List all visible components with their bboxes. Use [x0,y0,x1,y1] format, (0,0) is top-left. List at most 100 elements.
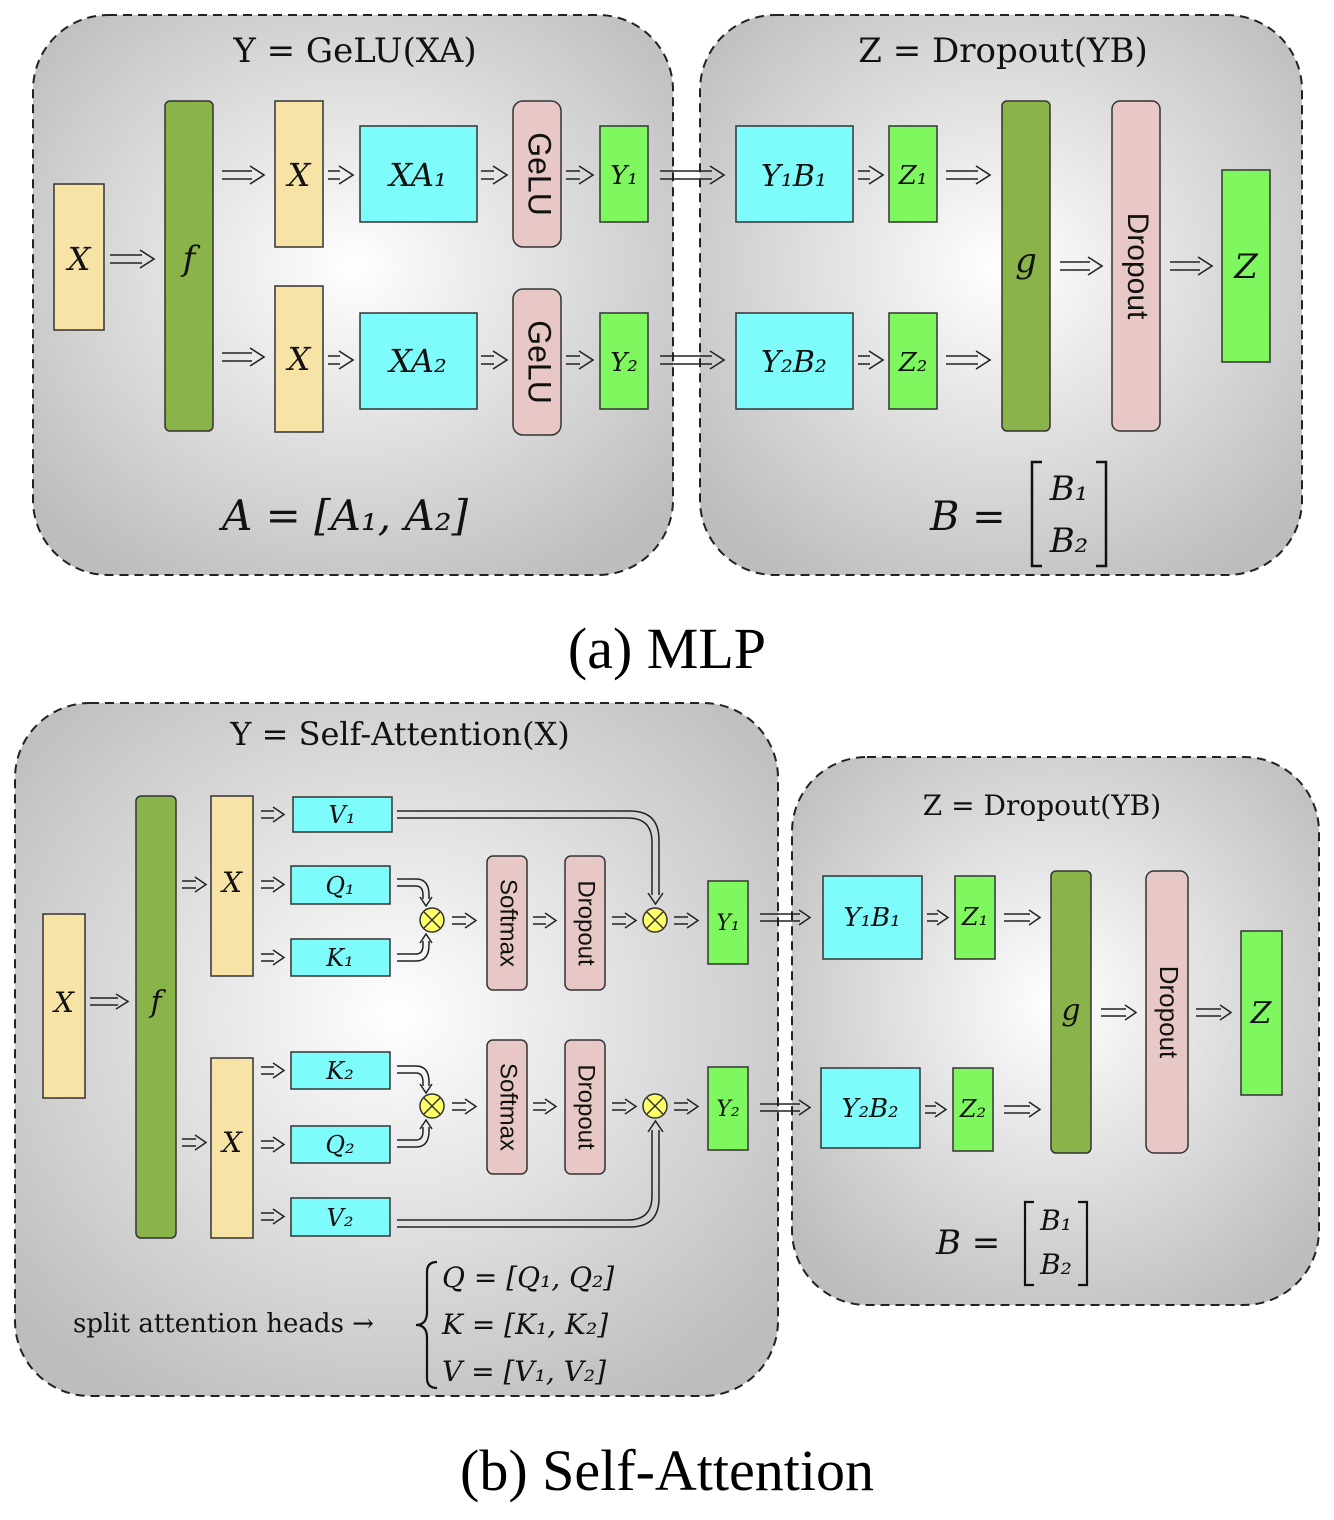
attn-arrow [397,1119,664,1228]
mlp-f-node [164,100,214,432]
attn-arrow [1004,1101,1042,1118]
mlp-y2b2-label: Y₂B₂ [761,345,827,380]
attn-v1-box [292,796,393,833]
attn-z1-label: Z₁ [961,903,988,931]
attn-arrow [397,1118,433,1148]
mlp-b-definition: B = B₁ B₂ [929,460,1108,568]
mlp-b-bracket-left [1030,460,1042,568]
mlp-right-title: Z = Dropout(YB) [858,31,1147,71]
attn-b-bracket-right [1078,1200,1089,1287]
mlp-dropout-label: Dropout [1121,213,1154,320]
mlp-b-lhs: B = [929,494,1006,540]
attn-v-definition: V = [V₁, V₂] [442,1355,606,1388]
attn-copy-top [210,795,254,977]
attn-k1-label: K₁ [325,944,354,972]
mlp-gelu-bottom [512,288,562,436]
mlp-y1-label: Y₁ [610,161,638,191]
mlp-arrow [660,350,726,370]
mlp-arrow [660,165,726,185]
attn-input-label: X [52,986,75,1019]
attn-split-heads: split attention heads → Q = [Q₁, Q₂] K =… [73,1260,614,1390]
mlp-arrow [566,350,595,370]
attn-b-bracket-left [1023,1200,1034,1287]
mlp-arrow [481,350,509,370]
attn-k-definition: K = [K₁, K₂] [441,1308,608,1341]
attn-y1-box [707,880,749,965]
attn-softmax-top-label: Softmax [495,879,522,967]
mlp-y2b2-box [735,312,854,410]
attn-dropout-bottom [564,1039,606,1175]
attn-arrow [261,1208,286,1225]
attn-q1-label: Q₁ [325,872,354,900]
mlp-g-label: g [1015,241,1037,281]
mlp-z2-box [888,312,938,410]
attn-arrow [261,949,286,966]
mlp-xa2-label: XA₂ [386,342,447,380]
attn-f-node [135,795,177,1239]
attn-g-node [1050,870,1092,1154]
mlp-arrow [1170,256,1214,276]
mlp-arrow [222,165,266,185]
attn-input-box [42,913,86,1099]
mlp-arrow [222,347,266,367]
attn-arrow [1101,1004,1138,1021]
mlp-gelu-bottom-label: GeLU [522,320,558,404]
mlp-arrow [858,165,885,185]
attn-arrow [1196,1004,1233,1021]
attn-arrow [612,1098,638,1115]
attn-arrow [397,932,433,962]
attn-dropout-top-label: Dropout [573,880,600,966]
mlp-z2-label: Z₂ [898,348,928,378]
attn-dropout-box [1145,870,1189,1154]
mlp-left-title: Y = GeLU(XA) [232,31,476,71]
mlp-y1b1-label: Y₁B₁ [761,159,827,194]
mlp-output-box [1221,169,1271,363]
attn-copy-bottom [210,1057,254,1239]
attn-v2-label: V₂ [327,1204,354,1232]
attn-k1-box [290,938,391,977]
attn-z2-box [952,1067,994,1152]
attn-b-bottom: B₂ [1039,1248,1072,1281]
attn-arrow [261,806,286,823]
mlp-dropout-box [1111,100,1161,432]
mlp-b-bottom: B₂ [1049,521,1089,561]
attn-arrow [261,1136,286,1153]
attn-z2-label: Z₂ [959,1095,986,1123]
attn-arrow [452,1098,478,1115]
attn-product-q1k1 [419,907,445,933]
attn-arrow [452,912,478,929]
mlp-copy-bottom-label: X [285,340,312,378]
mlp-y1b1-box [735,125,854,223]
mlp-arrow [110,249,156,269]
attn-copy-top-label: X [220,866,243,899]
attn-y1b1-label: Y₁B₁ [843,903,900,933]
mlp-arrow [858,350,885,370]
attn-q2-box [290,1125,391,1164]
attn-arrow [612,912,638,929]
attn-left-panel [14,702,779,1397]
attention-caption: (b) Self-Attention [460,1438,874,1503]
mlp-arrow [481,165,509,185]
attn-output-box [1240,930,1283,1096]
mlp-g-node [1001,100,1051,432]
mlp-arrow [566,165,595,185]
mlp-y2-box [599,312,649,410]
attn-z1-box [954,875,996,960]
mlp-gelu-top-label: GeLU [522,132,558,216]
attn-arrow [397,878,433,908]
attn-arrow [261,1062,286,1079]
mlp-caption: (a) MLP [568,616,766,681]
attn-softmax-top [486,855,528,991]
mlp-copy-top [274,100,324,248]
attn-arrow [90,993,130,1010]
attn-arrow [182,876,208,893]
mlp-a-definition: A = [A₁, A₂] [218,491,469,540]
attn-b-top: B₁ [1039,1204,1072,1237]
attn-q1-box [290,865,391,905]
mlp-b-top: B₁ [1049,469,1089,509]
attn-arrow [760,909,812,926]
attn-k2-box [290,1051,391,1090]
mlp-z1-label: Z₁ [898,161,928,191]
attn-copy-bottom-label: X [220,1126,243,1159]
